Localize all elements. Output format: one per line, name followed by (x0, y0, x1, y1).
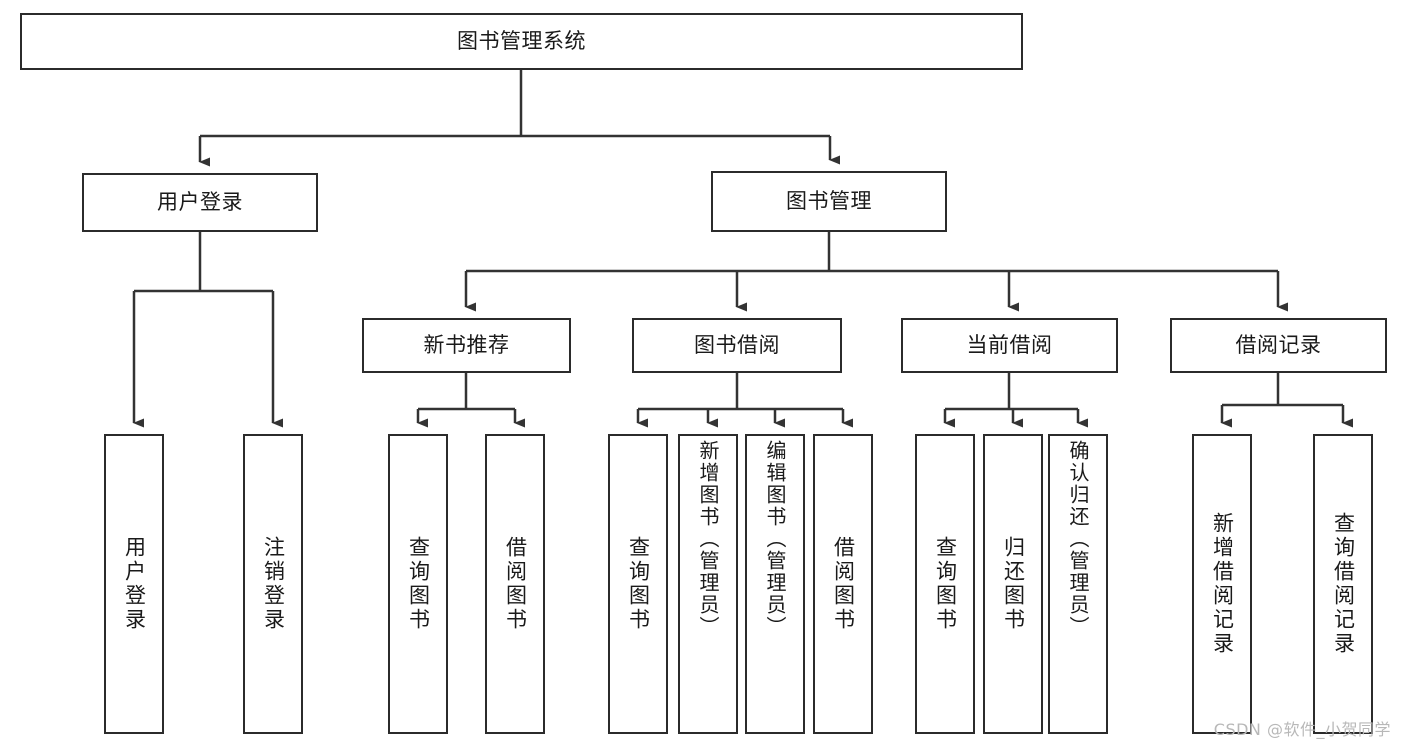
node-leaf-borrow-book[interactable]: 借阅图书 (813, 434, 873, 734)
node-leaf-add-book[interactable]: 新增图书（管理员） (678, 434, 738, 734)
node-leaf-query-book-rec[interactable]: 查询图书 (388, 434, 448, 734)
csdn-watermark: CSDN @软件_小贺同学 (1213, 720, 1391, 739)
edge-root-to-level2 (198, 70, 840, 167)
node-leaf-query-book-cur-label: 查询图书 (933, 536, 958, 632)
node-leaf-logout-label: 注销登录 (261, 536, 286, 632)
node-user-login-label: 用户登录 (157, 190, 243, 215)
node-leaf-edit-book[interactable]: 编辑图书（管理员） (745, 434, 805, 734)
node-leaf-confirm-return-label: 确认归还（管理员） (1066, 440, 1090, 638)
node-leaf-add-record[interactable]: 新增借阅记录 (1192, 434, 1252, 734)
node-leaf-query-book-borrow-label: 查询图书 (626, 536, 651, 632)
node-leaf-return-book[interactable]: 归还图书 (983, 434, 1043, 734)
edge-newbook-to-leaves (416, 373, 525, 428)
node-root-label: 图书管理系统 (457, 29, 586, 54)
node-leaf-confirm-return[interactable]: 确认归还（管理员） (1048, 434, 1108, 734)
node-book-borrow[interactable]: 图书借阅 (632, 318, 842, 373)
node-leaf-query-book-borrow[interactable]: 查询图书 (608, 434, 668, 734)
node-leaf-query-record-label: 查询借阅记录 (1331, 512, 1356, 656)
node-book-manage-label: 图书管理 (786, 189, 872, 214)
node-root[interactable]: 图书管理系统 (20, 13, 1023, 70)
node-leaf-user-login[interactable]: 用户登录 (104, 434, 164, 734)
node-leaf-query-book-cur[interactable]: 查询图书 (915, 434, 975, 734)
edge-bookmanage-to-level3 (464, 232, 1288, 312)
node-leaf-borrow-book-rec-label: 借阅图书 (503, 536, 528, 632)
edge-borrowrecord-to-leaves (1220, 373, 1353, 428)
node-book-borrow-label: 图书借阅 (694, 333, 780, 358)
node-leaf-add-record-label: 新增借阅记录 (1210, 512, 1235, 656)
node-leaf-borrow-book-label: 借阅图书 (831, 536, 856, 632)
node-current-borrow[interactable]: 当前借阅 (901, 318, 1118, 373)
node-current-borrow-label: 当前借阅 (966, 333, 1053, 358)
node-leaf-edit-book-label: 编辑图书（管理员） (763, 440, 787, 638)
edge-currentborrow-to-leaves (943, 373, 1088, 428)
node-leaf-query-record[interactable]: 查询借阅记录 (1313, 434, 1373, 734)
node-leaf-query-book-rec-label: 查询图书 (406, 536, 431, 632)
node-new-book-recommend[interactable]: 新书推荐 (362, 318, 571, 373)
node-leaf-logout[interactable]: 注销登录 (243, 434, 303, 734)
edge-bookborrow-to-leaves (636, 373, 853, 428)
node-leaf-user-login-label: 用户登录 (122, 536, 147, 632)
node-leaf-borrow-book-rec[interactable]: 借阅图书 (485, 434, 545, 734)
edge-userlogin-to-leaves (132, 232, 283, 428)
node-leaf-return-book-label: 归还图书 (1001, 536, 1026, 632)
node-leaf-add-book-label: 新增图书（管理员） (696, 440, 720, 638)
node-borrow-record[interactable]: 借阅记录 (1170, 318, 1387, 373)
node-user-login[interactable]: 用户登录 (82, 173, 318, 232)
node-borrow-record-label: 借阅记录 (1235, 333, 1322, 358)
node-new-book-recommend-label: 新书推荐 (423, 333, 510, 358)
node-book-manage[interactable]: 图书管理 (711, 171, 947, 232)
